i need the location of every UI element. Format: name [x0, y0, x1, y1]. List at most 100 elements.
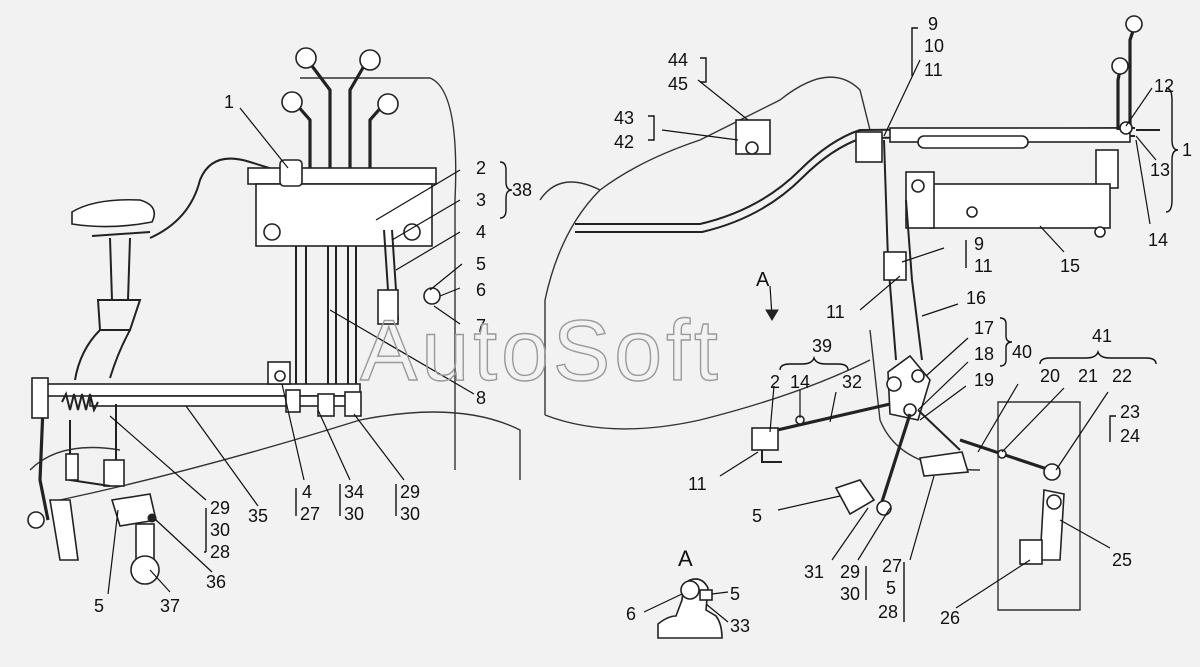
- panel: [997, 401, 1081, 611]
- right-view: [539, 15, 1160, 611]
- bracket-23-24: [1109, 415, 1116, 442]
- lever-knob: [1111, 57, 1129, 75]
- pin-21: [997, 449, 1007, 459]
- callout-10: 10: [924, 36, 944, 56]
- callout-25: 25: [1112, 550, 1132, 570]
- block-26: [1019, 539, 1043, 565]
- lever-4: [368, 102, 386, 168]
- callout-4b: 4: [302, 482, 312, 502]
- seat-post: [91, 231, 151, 301]
- pivot: [911, 369, 925, 383]
- callout-3: 3: [476, 190, 486, 210]
- callout-13: 13: [1150, 160, 1170, 180]
- callout-9b: 9: [974, 234, 984, 254]
- callout-30-right: 30: [840, 584, 860, 604]
- lever-hub: [130, 555, 160, 585]
- bracket-29-28: [204, 508, 207, 553]
- callout-11b: 11: [974, 256, 993, 276]
- lever-knob: [295, 47, 317, 69]
- callout-44: 44: [668, 50, 688, 70]
- bolt: [911, 179, 925, 193]
- pedal-arm: [49, 499, 79, 561]
- pin: [27, 511, 45, 529]
- callout-31: 31: [804, 562, 824, 582]
- rod: [347, 246, 357, 400]
- link-39: [759, 402, 891, 436]
- brace-44-45: [700, 57, 707, 83]
- lever-knob: [1125, 15, 1143, 33]
- lever-1: [294, 102, 312, 168]
- callout-40: 40: [1012, 342, 1032, 362]
- bolt: [263, 223, 281, 241]
- callout-27-right: 27: [882, 556, 902, 576]
- left-leaders: [107, 107, 475, 595]
- rod-sleeve: [917, 135, 1029, 149]
- callout-7: 7: [476, 316, 486, 336]
- callout-5: 5: [476, 254, 486, 274]
- control-cable: [575, 127, 1136, 225]
- callout-32: 32: [842, 372, 862, 392]
- callout-28: 28: [210, 542, 230, 562]
- callout-12: 12: [1154, 76, 1174, 96]
- callout-8: 8: [476, 388, 486, 408]
- view-label: A: [756, 269, 770, 291]
- cylinder-15: [929, 183, 1111, 229]
- view-arrow-head: [765, 309, 779, 321]
- brace-39: [779, 355, 849, 371]
- callout-27: 27: [300, 504, 320, 524]
- callout-1: 1: [224, 92, 234, 112]
- distributor-top-plate: [247, 167, 437, 185]
- inset-pivot: [680, 580, 700, 600]
- lever-knob: [359, 49, 381, 71]
- callout-30: 30: [210, 520, 230, 540]
- callout-41: 41: [1092, 326, 1112, 346]
- callout-37: 37: [160, 596, 180, 616]
- callout-29: 29: [210, 498, 230, 518]
- brace-9-11: [911, 27, 918, 76]
- brace-40: [999, 317, 1013, 367]
- left-callouts: 1 2 3 4 5 6 7 8 38 29 30 28 35 4 27 34 3…: [94, 92, 532, 616]
- control-cable-2: [575, 135, 1136, 233]
- rod: [295, 246, 307, 400]
- callout-5-right: 5: [752, 506, 762, 526]
- valve-fitting: [279, 159, 303, 187]
- callout-11d: 11: [688, 474, 707, 494]
- cross-shaft: [39, 383, 361, 397]
- right-leaders: [661, 59, 1157, 609]
- pivot: [1046, 494, 1062, 510]
- clevis: [317, 393, 335, 417]
- callout-5-right-b: 5: [886, 578, 896, 598]
- clevis: [344, 391, 362, 417]
- callout-15: 15: [1060, 256, 1080, 276]
- inset-callout-5: 5: [730, 584, 740, 604]
- seat-support: [74, 299, 142, 381]
- lever-2: [310, 65, 332, 168]
- bolt: [403, 223, 421, 241]
- hydraulic-tube: [149, 157, 283, 239]
- pin-36: [147, 513, 157, 523]
- callout-4: 4: [476, 222, 486, 242]
- callout-6: 6: [476, 280, 486, 300]
- callout-29-right: 29: [840, 562, 860, 582]
- clamp-6: [423, 287, 441, 305]
- inset-callout-33: 33: [730, 616, 750, 636]
- bracket: [377, 289, 399, 325]
- pin: [876, 500, 892, 516]
- callout-30b: 30: [344, 504, 364, 524]
- watermark: AutoSoft: [360, 303, 722, 399]
- bracket: [761, 450, 782, 463]
- bolt: [745, 141, 759, 155]
- pivot-13: [1119, 121, 1133, 135]
- seat-cushion: [71, 198, 156, 228]
- callout-29b: 29: [400, 482, 420, 502]
- rod-29: [878, 413, 912, 509]
- lever-3: [348, 65, 366, 168]
- callout-5b: 5: [94, 596, 104, 616]
- lever-knob: [377, 93, 399, 115]
- callout-19: 19: [974, 370, 994, 390]
- brace-43-42: [648, 115, 655, 141]
- callout-36: 36: [206, 572, 226, 592]
- callout-38: 38: [512, 180, 532, 200]
